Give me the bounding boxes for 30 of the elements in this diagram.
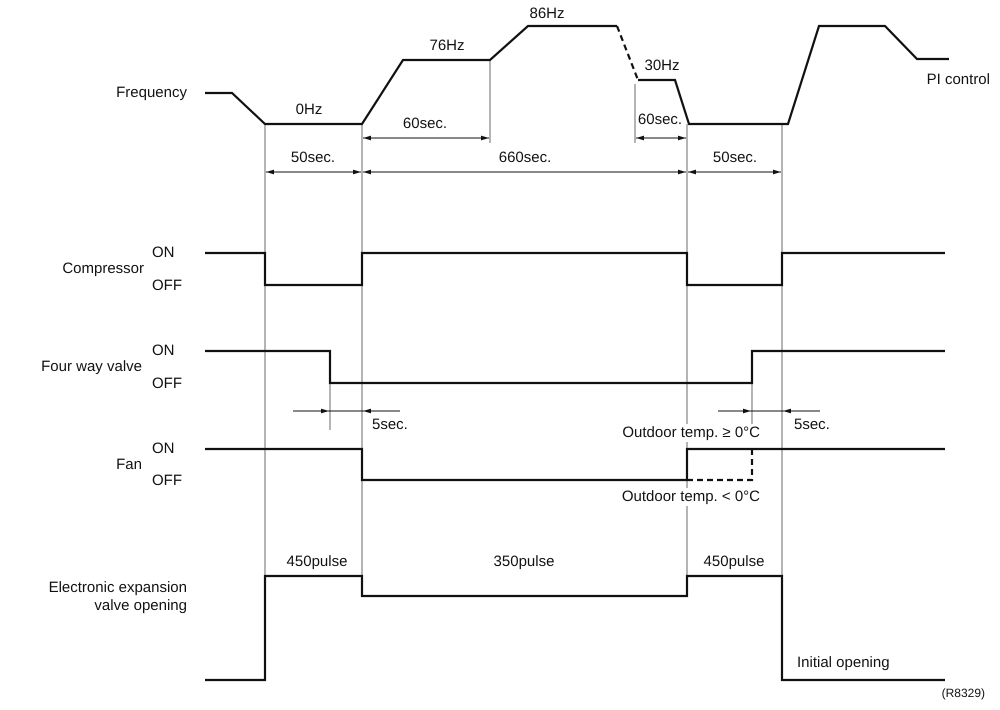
duration-label: 50sec. xyxy=(712,149,758,167)
state-label: ON xyxy=(152,342,174,360)
pulse-value: 350pulse xyxy=(494,553,554,571)
duration-label: 660sec. xyxy=(498,149,552,167)
signal-name: Compressor xyxy=(62,260,144,278)
signal-name: Four way valve xyxy=(41,358,142,376)
duration-label: 60sec. xyxy=(638,111,682,129)
frequency-value: 0Hz xyxy=(296,101,322,119)
state-label: OFF xyxy=(152,472,182,490)
state-label: OFF xyxy=(152,375,182,393)
state-label: ON xyxy=(152,440,174,458)
state-label: OFF xyxy=(152,277,182,295)
signal-name: Fan xyxy=(116,456,142,474)
duration-label: 5sec. xyxy=(372,416,408,434)
state-label: ON xyxy=(152,244,174,262)
duration-label: 50sec. xyxy=(290,149,336,167)
pulse-value: 450pulse xyxy=(286,553,348,571)
frequency-value: 86Hz xyxy=(529,5,565,23)
duration-label: 60sec. xyxy=(402,115,448,133)
control-note: PI control xyxy=(926,71,990,89)
pulse-value: 450pulse xyxy=(704,553,764,571)
figure-code: (R8329) xyxy=(942,685,985,702)
duration-label: 5sec. xyxy=(794,416,830,434)
pulse-note: Initial opening xyxy=(797,654,890,672)
frequency-value: 30Hz xyxy=(644,57,680,75)
signal-name: Frequency xyxy=(116,84,187,102)
condition-note: Outdoor temp. ≥ 0°C xyxy=(620,424,762,442)
frequency-value: 76Hz xyxy=(429,37,465,55)
condition-note: Outdoor temp. < 0°C xyxy=(620,488,762,506)
signal-name: Electronic expansion valve opening xyxy=(48,579,187,615)
